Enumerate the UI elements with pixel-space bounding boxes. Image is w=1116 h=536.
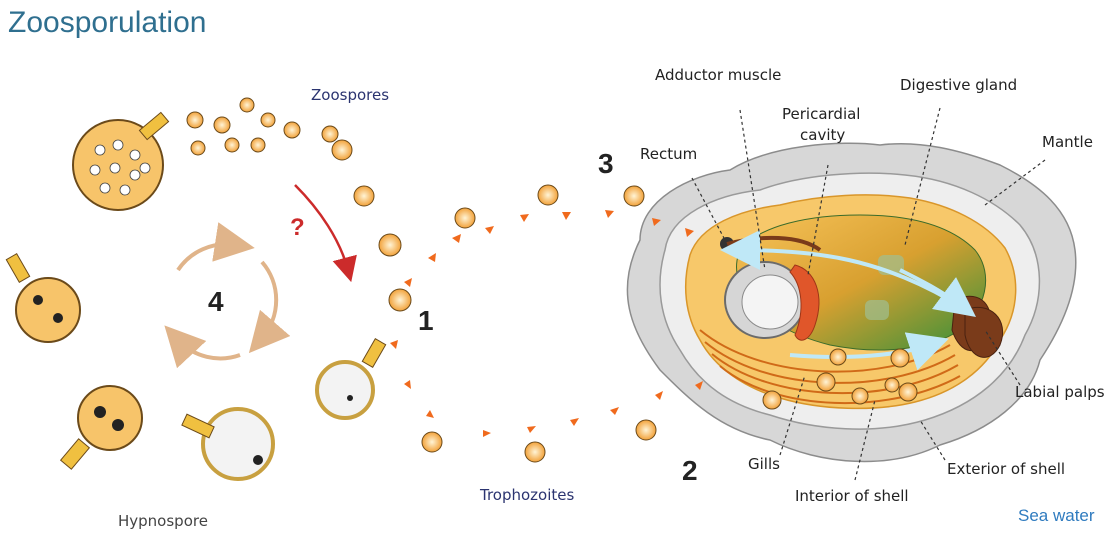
step-3-number: 3 [598, 148, 614, 180]
label-zoospores: Zoospores [311, 86, 389, 104]
label-exterior-of-shell: Exterior of shell [947, 460, 1065, 478]
label-sea-water: Sea water [1018, 506, 1095, 526]
label-gills: Gills [748, 455, 780, 473]
upper-trophozoites [455, 185, 644, 228]
adductor-muscle-inner [742, 275, 798, 329]
label-trophozoites: Trophozoites [480, 486, 574, 504]
step-1-number: 1 [418, 305, 434, 337]
zoosporangium [73, 112, 169, 210]
oyster [627, 108, 1075, 480]
label-adductor-muscle: Adductor muscle [655, 66, 781, 84]
step-4-number: 4 [208, 286, 224, 318]
hypnospore-cells [6, 254, 385, 479]
page-title: Zoosporulation [8, 6, 206, 40]
label-interior-of-shell: Interior of shell [795, 487, 909, 505]
label-hypnospore: Hypnospore [118, 512, 208, 530]
label-digestive-gland: Digestive gland [900, 76, 1017, 94]
label-cavity: cavity [800, 126, 845, 144]
label-pericardial: Pericardial [782, 105, 860, 123]
trophozoite-step1 [389, 289, 411, 311]
label-rectum: Rectum [640, 145, 697, 163]
question-mark: ? [290, 214, 305, 242]
step-2-number: 2 [682, 455, 698, 487]
label-labial-palps: Labial palps [1015, 383, 1105, 401]
label-mantle: Mantle [1042, 133, 1093, 151]
gland-detail-2 [865, 300, 889, 320]
lower-trophozoites [422, 420, 656, 462]
cycle-arrows [178, 244, 276, 358]
